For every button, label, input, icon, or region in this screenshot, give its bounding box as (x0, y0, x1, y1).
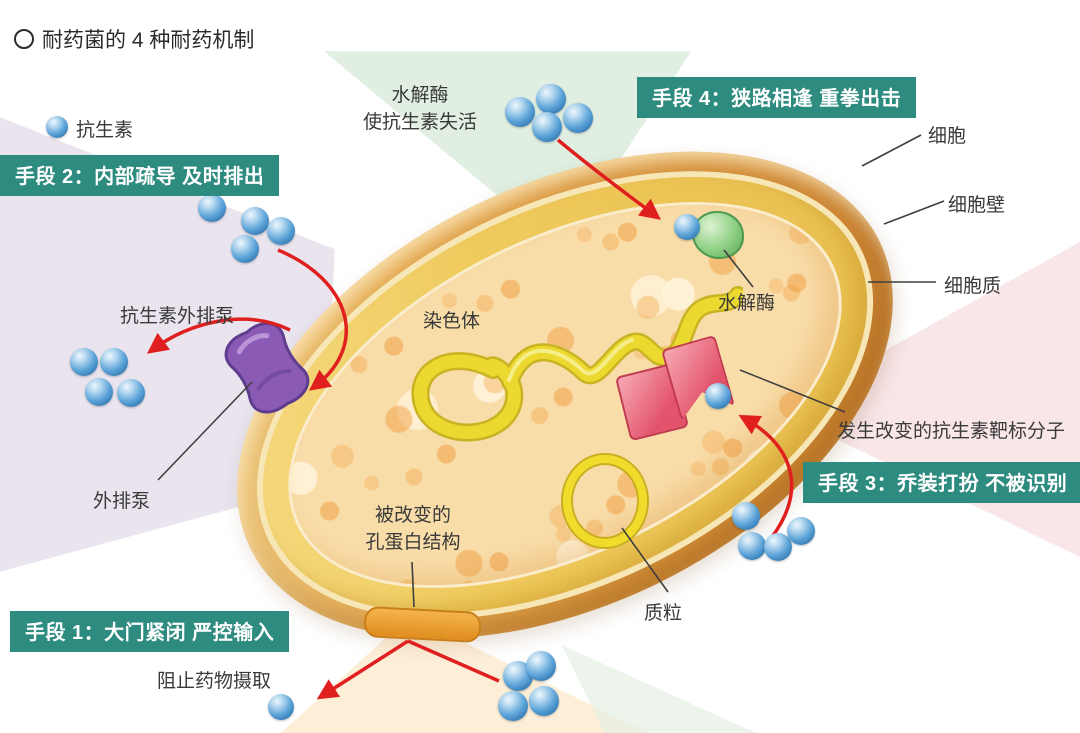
label-altered-target: 发生改变的抗生素靶标分子 (837, 421, 1066, 442)
antibiotic-sphere (536, 84, 566, 114)
porin-caption-line2: 孔蛋白结构 (365, 532, 461, 553)
arrow-mechanism4-attack (556, 138, 662, 220)
antibiotic-sphere (231, 235, 259, 263)
label-cell-wall: 细胞壁 (948, 195, 1006, 216)
hydrolase-caption-line1: 水解酶 (391, 85, 449, 106)
antibiotic-sphere (85, 378, 113, 406)
hydrolase-caption-line2: 使抗生素失活 (362, 112, 477, 133)
line-porin-label (411, 561, 415, 608)
legend-antibiotic-label: 抗生素 (76, 120, 134, 141)
antibiotic-sphere (70, 348, 98, 376)
antibiotic-sphere (705, 383, 731, 409)
porin-caption-line1: 被改变的 (374, 505, 451, 526)
antibiotic-sphere (787, 517, 815, 545)
arrow-to-efflux-pump (277, 248, 349, 391)
antibiotic-sphere (732, 502, 760, 530)
line-cell-label (861, 134, 922, 167)
arrow-mechanism3-target (738, 414, 794, 539)
page-title: 耐药菌的 4 种耐药机制 (14, 24, 254, 54)
antibiotic-sphere (100, 348, 128, 376)
banner-mechanism-3: 手段 3：乔装打扮 不被识别 (803, 462, 1080, 503)
label-hydrolase: 水解酶 (718, 293, 776, 314)
antibiotic-sphere (563, 103, 593, 133)
antibiotic-sphere (268, 694, 294, 720)
antibiotic-sphere (117, 379, 145, 407)
antibiotic-sphere (267, 217, 295, 245)
porin-caption: 被改变的 孔蛋白结构 (353, 502, 473, 556)
chromosome-dna (411, 286, 743, 442)
efflux-pump (224, 322, 310, 414)
antibiotic-sphere (764, 533, 792, 561)
arrow-efflux-out (146, 317, 291, 354)
banner-mechanism-4: 手段 4：狭路相逢 重拳出击 (637, 77, 917, 118)
line-hydrolase-label (723, 249, 754, 288)
hydrolase-caption: 水解酶 使抗生素失活 (345, 82, 495, 136)
plasmid-ring (563, 455, 647, 547)
antibiotic-sphere (505, 97, 535, 127)
label-plasmid: 质粒 (644, 603, 683, 624)
antibiotic-legend-sphere (46, 116, 68, 138)
label-block-uptake: 阻止药物摄取 (157, 671, 272, 692)
banner-mechanism-2: 手段 2：内部疏导 及时排出 (0, 155, 280, 196)
antibiotic-sphere (241, 207, 269, 235)
label-cell: 细胞 (928, 126, 967, 147)
arrow-block-uptake-right (407, 639, 500, 683)
arrow-block-uptake-left (316, 639, 409, 700)
label-cytoplasm: 细胞质 (944, 276, 1002, 297)
label-antibiotic-efflux-pump: 抗生素外排泵 (120, 306, 235, 327)
line-efflux-pump-label (157, 381, 253, 481)
line-cell-wall-label (883, 200, 945, 225)
label-efflux-pump-short: 外排泵 (93, 491, 151, 512)
line-altered-target-label (739, 369, 846, 413)
banner-mechanism-1: 手段 1：大门紧闭 严控输入 (10, 611, 290, 652)
antibiotic-sphere (198, 194, 226, 222)
antibiotic-sphere-bound (674, 214, 700, 240)
antibiotic-sphere (498, 691, 528, 721)
line-plasmid-label (621, 527, 669, 593)
title-text: 耐药菌的 4 种耐药机制 (42, 29, 255, 52)
antibiotic-sphere (529, 686, 559, 716)
antibiotic-sphere (532, 112, 562, 142)
label-chromosome: 染色体 (423, 311, 481, 332)
antibiotic-sphere (738, 532, 766, 560)
antibiotic-sphere (526, 651, 556, 681)
circle-outline-icon (14, 29, 34, 49)
